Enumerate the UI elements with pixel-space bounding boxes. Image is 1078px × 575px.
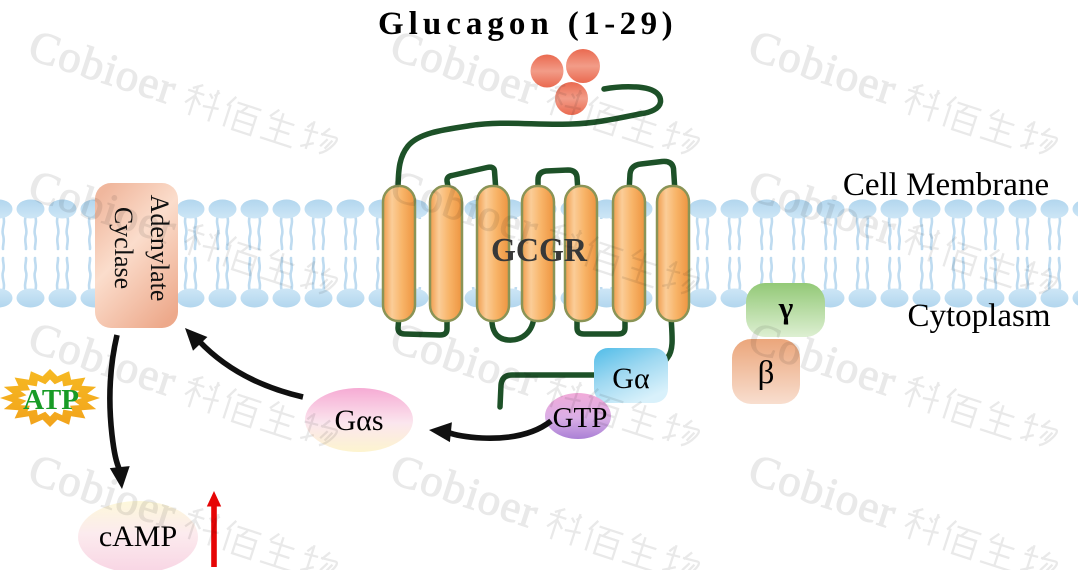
svg-text:Glucagon(1-29): Glucagon(1-29) [378, 6, 677, 42]
svg-text:Gα: Gα [612, 362, 650, 395]
svg-text:Gαs: Gαs [334, 404, 383, 437]
svg-text:Cell Membrane: Cell Membrane [843, 167, 1049, 203]
svg-text:ATP: ATP [23, 384, 79, 416]
svg-text:Cytoplasm: Cytoplasm [907, 298, 1050, 334]
svg-text:γ: γ [778, 290, 794, 325]
